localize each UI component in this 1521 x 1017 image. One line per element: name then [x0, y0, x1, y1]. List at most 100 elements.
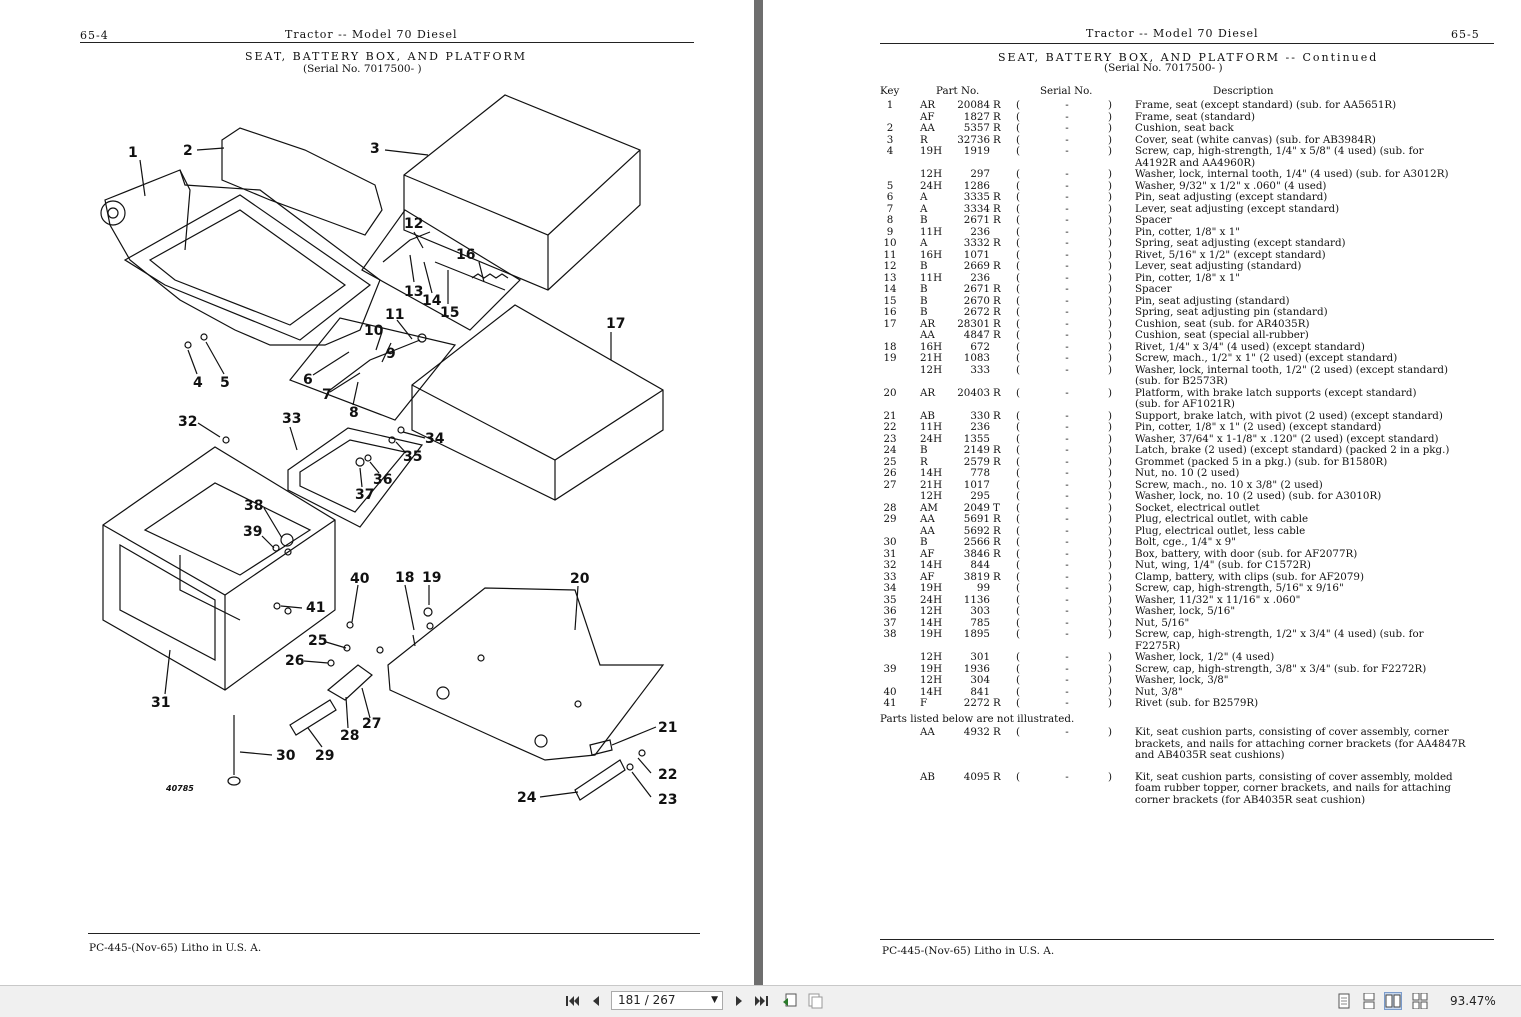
serial-cell: - [1065, 271, 1069, 284]
paren: ) [1108, 145, 1113, 157]
facing-pages-view-button[interactable] [1384, 992, 1402, 1010]
part-suffix-cell: R [993, 191, 1001, 203]
part-number-cell: 1286 [963, 179, 990, 192]
key-cell: 36 [883, 605, 897, 617]
key-cell: 17 [883, 317, 897, 330]
first-page-button[interactable] [563, 992, 581, 1010]
description-cell: Screw, mach., no. 10 x 3/8" (2 used) [1135, 478, 1323, 491]
part-suffix-cell: R [993, 770, 1001, 783]
key-cell: 2 [886, 122, 894, 134]
part-prefix-cell: 16H [920, 340, 943, 353]
description-cell: Screw, cap, high-strength, 1/2" x 3/4" (… [1135, 628, 1424, 640]
part-prefix-cell: AB [920, 409, 936, 422]
description-cell: Washer, lock, internal tooth, 1/4" (4 us… [1135, 168, 1449, 180]
paren: ) [1108, 726, 1113, 738]
serial-cell: - [1065, 547, 1069, 560]
callout-13: 13 [404, 284, 423, 300]
paren: ( [1016, 110, 1021, 123]
part-number-cell: 1895 [963, 628, 990, 640]
part-prefix-cell: AA [920, 122, 935, 134]
description-cell: Lever, seat adjusting (except standard) [1135, 202, 1340, 215]
description-cell: Plug, electrical outlet, with cable [1135, 513, 1309, 525]
callout-41: 41 [306, 600, 325, 616]
serial-cell: - [1065, 99, 1069, 111]
part-prefix-cell: B [920, 260, 928, 272]
callout-4: 4 [193, 375, 203, 391]
paren: ( [1016, 524, 1021, 537]
single-page-view-button[interactable] [1335, 992, 1353, 1010]
serial-cell: - [1065, 501, 1069, 514]
paren: ( [1016, 248, 1021, 261]
part-prefix-cell: B [920, 294, 928, 307]
paren: ( [1016, 478, 1021, 491]
paren: ( [1016, 662, 1021, 675]
description-cell: Cushion, seat (sub. for AR4035R) [1135, 317, 1310, 330]
continuous-view-button[interactable] [1360, 992, 1378, 1010]
callout-38: 38 [244, 498, 263, 514]
footer-rule [880, 939, 1494, 940]
paren: ) [1108, 294, 1113, 307]
description-cell: Screw, cap, high-strength, 5/16" x 9/16" [1135, 582, 1344, 594]
key-cell: 35 [883, 593, 897, 606]
description-cell: Rivet, 1/4" x 3/4" (4 used) (except stan… [1135, 340, 1365, 353]
callout-2: 2 [183, 143, 193, 159]
go-forward-view-button[interactable] [806, 992, 824, 1010]
serial-cell: - [1065, 593, 1069, 606]
part-prefix-cell: B [920, 444, 928, 456]
paren: ) [1108, 168, 1113, 180]
key-cell: 23 [883, 432, 897, 445]
part-suffix-cell: R [993, 260, 1001, 272]
callout-23: 23 [658, 792, 677, 808]
footer: PC-445-(Nov-65) Litho in U.S. A. [89, 942, 262, 954]
serial-cell: - [1065, 225, 1069, 238]
part-number-cell: 2671 [963, 283, 990, 295]
part-number-cell: 1071 [963, 248, 990, 261]
previous-page-button[interactable] [586, 992, 604, 1010]
paren: ( [1016, 559, 1021, 571]
description-cell: A4192R and AA4960R) [1135, 156, 1256, 169]
paren: ) [1108, 593, 1113, 606]
part-prefix-cell: AR [920, 99, 936, 111]
callout-6: 6 [303, 372, 313, 388]
part-suffix-cell: R [993, 283, 1001, 295]
paren: ( [1016, 145, 1021, 157]
next-page-button[interactable] [731, 992, 749, 1010]
key-cell: 40 [883, 685, 897, 698]
paren: ( [1016, 306, 1021, 318]
serial-cell: - [1065, 133, 1069, 146]
table-row: F2275R) [880, 640, 1500, 652]
part-number-cell: 236 [970, 225, 990, 238]
go-back-view-button[interactable] [781, 992, 799, 1010]
page-number-input[interactable]: 181 / 267 ▼ [611, 991, 723, 1010]
part-number-cell: 785 [970, 616, 990, 629]
col-description: Description [1213, 85, 1274, 97]
part-prefix-cell: AA [920, 513, 935, 525]
key-cell: 39 [883, 662, 897, 675]
last-page-button[interactable] [753, 992, 771, 1010]
paren: ( [1016, 202, 1021, 215]
paren: ( [1016, 726, 1021, 738]
description-cell: Pin, cotter, 1/8" x 1" [1135, 271, 1241, 284]
page-65-5: Tractor -- Model 70 Diesel 65-5 SEAT, BA… [763, 0, 1521, 985]
part-number-cell: 672 [970, 340, 990, 353]
key-cell: 21 [883, 409, 897, 422]
description-cell: Clamp, battery, with clips (sub. for AF2… [1135, 570, 1364, 583]
continuous-facing-view-button[interactable] [1411, 992, 1429, 1010]
part-number-cell: 2272 [963, 697, 990, 709]
zoom-level[interactable]: 93.47% [1450, 994, 1496, 1008]
part-suffix-cell: R [993, 547, 1001, 560]
paren: ) [1108, 455, 1113, 468]
part-number-cell: 2671 [963, 214, 990, 226]
part-prefix-cell: AF [920, 547, 935, 560]
key-cell: 24 [883, 444, 897, 456]
